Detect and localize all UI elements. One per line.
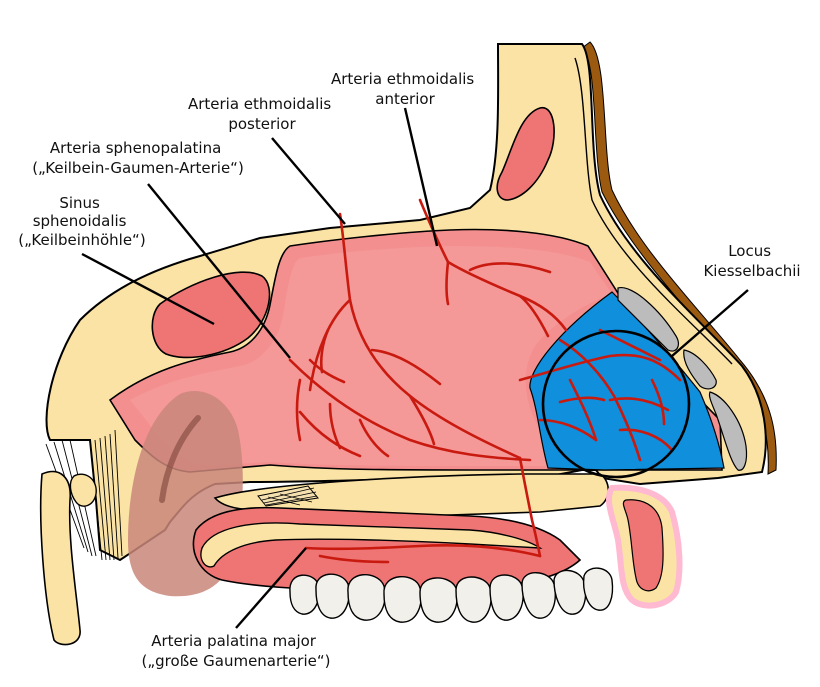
sphenoid-sinus xyxy=(151,271,271,359)
leader-ethmoid-anterior xyxy=(403,107,439,247)
posterior-bone xyxy=(39,470,81,646)
cartilage-upper xyxy=(617,287,680,352)
leader-sinus xyxy=(81,252,215,326)
label-sphenopalatina: Arteria sphenopalatina („Keilbein-Gaumen… xyxy=(32,139,244,177)
upper-lip-inner xyxy=(622,499,664,592)
leader-sphenopalatina xyxy=(147,183,291,359)
label-palatina: Arteria palatina major („große Gaumenart… xyxy=(142,632,331,670)
nasal-septum-wall xyxy=(130,246,612,466)
label-locus-line1: Locus xyxy=(728,242,771,260)
teeth xyxy=(289,567,614,623)
label-locus-line2: Kiesselbachii xyxy=(703,262,800,280)
label-palatina-line2: („große Gaumenarterie“) xyxy=(142,652,331,670)
posterior-bone-small xyxy=(69,473,97,507)
bone-inner-rim xyxy=(574,57,733,365)
pharynx-fold xyxy=(159,415,201,503)
label-sinus: Sinus sphenoidalis („Keilbeinhöhle“) xyxy=(18,194,145,249)
palate-tendon-stripes xyxy=(261,487,318,506)
kiesselbach-circle xyxy=(541,329,691,479)
label-ethmoid-posterior-line2: posterior xyxy=(228,115,296,133)
label-sinus-line2: sphenoidalis xyxy=(33,212,127,230)
palate-inner-band xyxy=(200,522,543,568)
leader-lines xyxy=(81,107,749,629)
label-ethmoid-anterior: Arteria ethmoidalis anterior xyxy=(331,70,479,108)
label-ethmoid-posterior: Arteria ethmoidalis posterior xyxy=(188,95,336,133)
label-sphenopalatina-line2: („Keilbein-Gaumen-Arterie“) xyxy=(32,159,244,177)
soft-palate xyxy=(192,506,582,591)
leader-locus xyxy=(671,289,749,357)
cartilage-middle xyxy=(683,349,717,390)
label-palatina-line1: Arteria palatina major xyxy=(151,632,317,650)
label-sinus-line3: („Keilbeinhöhle“) xyxy=(18,231,145,249)
frontal-sinus xyxy=(496,107,555,201)
label-sphenopalatina-line1: Arteria sphenopalatina xyxy=(50,139,221,157)
label-ethmoid-posterior-line1: Arteria ethmoidalis xyxy=(188,95,331,113)
label-sinus-line1: Sinus xyxy=(59,194,100,212)
cartilage-lower xyxy=(708,391,748,471)
label-ethmoid-anterior-line2: anterior xyxy=(375,90,435,108)
nose-skin-edge xyxy=(581,41,777,475)
label-locus: Locus Kiesselbachii xyxy=(703,242,800,280)
label-ethmoid-anterior-line1: Arteria ethmoidalis xyxy=(331,70,474,88)
leader-palatina xyxy=(235,547,307,629)
arteries xyxy=(288,198,682,564)
leader-ethmoid-posterior xyxy=(271,137,346,225)
